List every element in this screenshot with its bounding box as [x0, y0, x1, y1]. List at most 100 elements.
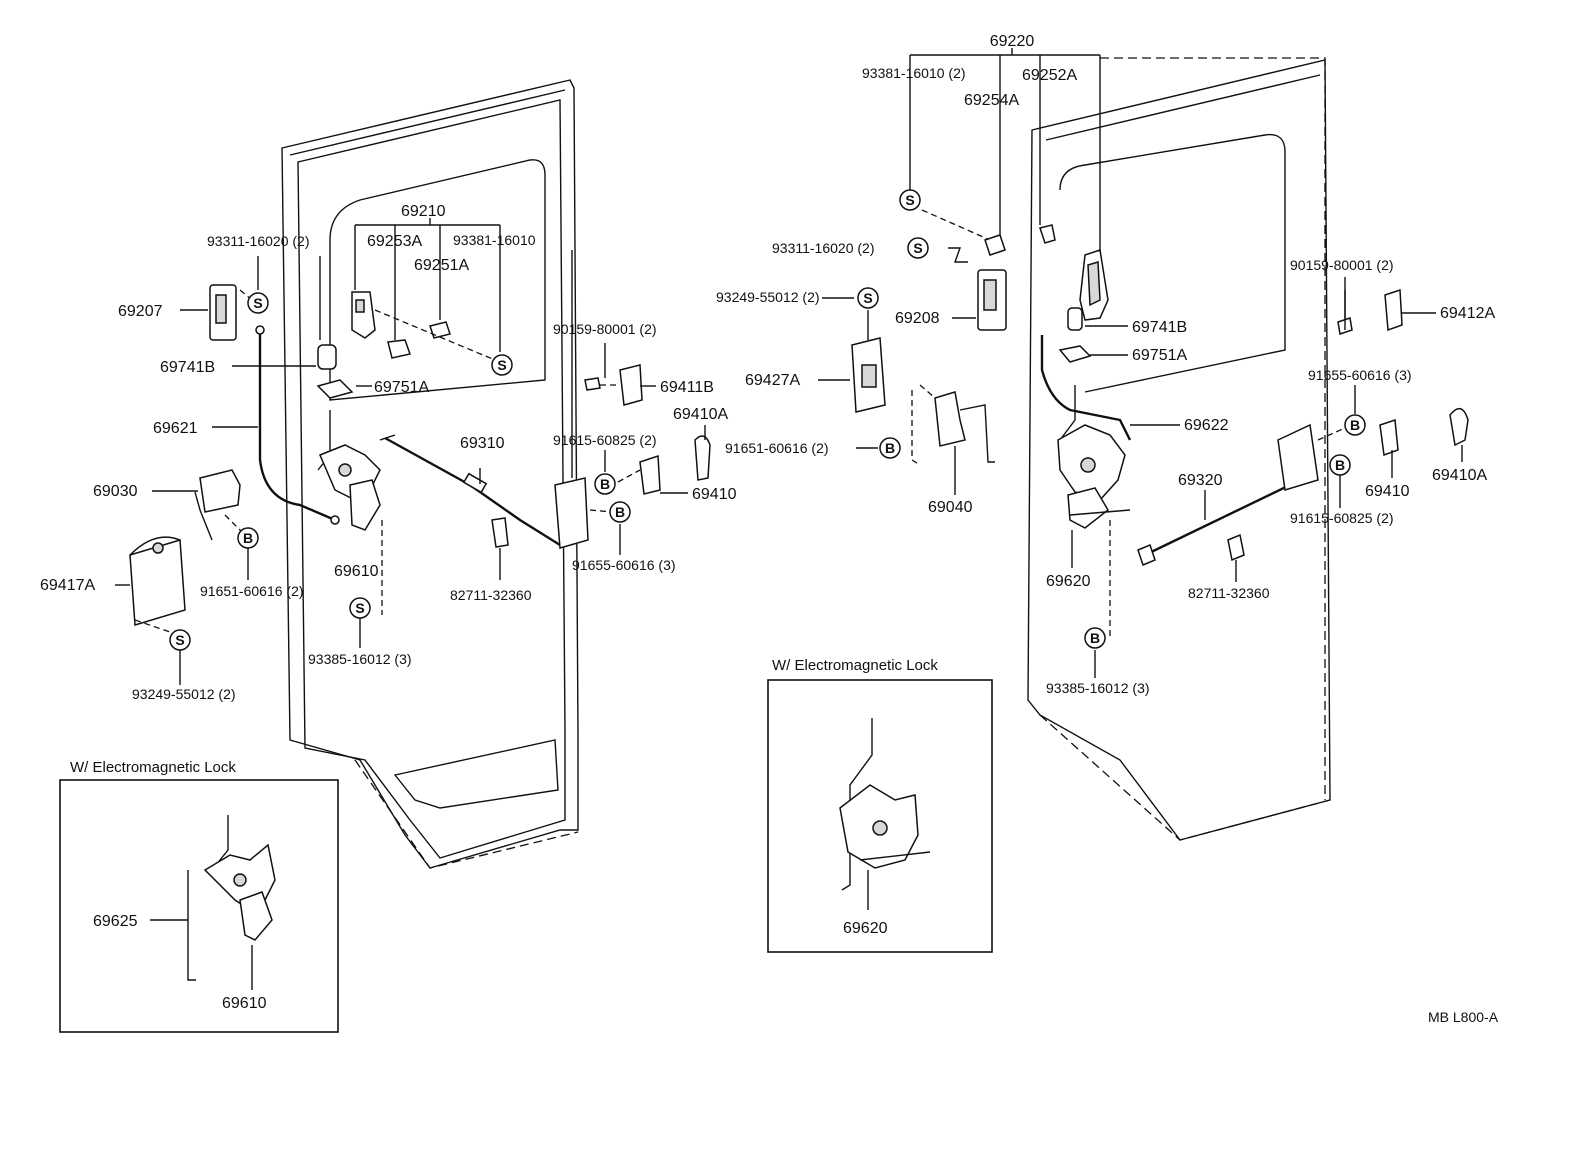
- label-69621: 69621: [153, 420, 198, 437]
- bolt-callout: B: [609, 501, 631, 523]
- bolt-callout: B: [1344, 414, 1366, 436]
- label-69410-left: 69410: [692, 486, 737, 503]
- part-labels: 69220 93381-16010 (2) 69252A 69254A 9331…: [40, 33, 1499, 1025]
- svg-text:S: S: [253, 295, 262, 311]
- label-69253A: 69253A: [367, 233, 422, 250]
- bracket-69220: [909, 48, 1101, 255]
- label-69252A: 69252A: [1022, 67, 1077, 84]
- svg-text:B: B: [1090, 630, 1100, 646]
- label-69208: 69208: [895, 310, 940, 327]
- label-69030: 69030: [93, 483, 138, 500]
- label-69207: 69207: [118, 303, 163, 320]
- inset-right: [767, 679, 993, 953]
- label-69251A: 69251A: [414, 257, 469, 274]
- label-69412A: 69412A: [1440, 305, 1495, 322]
- label-69625: 69625: [93, 913, 138, 930]
- inside-handle-left: [351, 291, 496, 361]
- clip-82711-right: [1227, 533, 1245, 582]
- footer-code: MB L800-A: [1428, 1009, 1499, 1025]
- label-91651-60616-2-right: 91651-60616 (2): [725, 440, 829, 456]
- label-69410A-left: 69410A: [673, 406, 728, 423]
- svg-text:B: B: [615, 504, 625, 520]
- label-91655-60616-3-right: 91655-60616 (3): [1308, 367, 1412, 383]
- outside-handle-69207: [209, 284, 259, 341]
- label-69040: 69040: [928, 499, 973, 516]
- label-91651-60616-2-left: 91651-60616 (2): [200, 583, 304, 599]
- leader-lines: [115, 250, 1463, 685]
- label-90159-80001-2-left: 90159-80001 (2): [553, 321, 657, 337]
- bracket-69210: [354, 218, 501, 352]
- inside-handle-right: [984, 224, 1109, 363]
- svg-text:S: S: [355, 600, 364, 616]
- striker-69410-right: [1277, 288, 1469, 491]
- knob-cap-left: [316, 344, 354, 399]
- inset-left: [59, 779, 339, 1033]
- label-93311-16020-2-left: 93311-16020 (2): [207, 233, 309, 249]
- label-69622: 69622: [1184, 417, 1229, 434]
- door-lock-69620: [1057, 385, 1131, 640]
- svg-text:B: B: [885, 440, 895, 456]
- label-69210: 69210: [401, 203, 446, 220]
- label-69220: 69220: [990, 33, 1035, 50]
- label-69417A: 69417A: [40, 577, 95, 594]
- inset-title-right: W/ Electromagnetic Lock: [772, 657, 938, 674]
- cable-69310: [384, 436, 561, 547]
- label-69310: 69310: [460, 435, 505, 452]
- label-69620: 69620: [1046, 573, 1091, 590]
- bolt-callout: B: [594, 473, 616, 495]
- bolt-callout: B: [1329, 454, 1351, 476]
- label-69427A: 69427A: [745, 372, 800, 389]
- striker-69410-left: [554, 435, 711, 549]
- right-door-panel: [1027, 57, 1331, 841]
- label-93381-16010-2-right: 93381-16010 (2): [862, 65, 966, 81]
- label-69751A-left: 69751A: [374, 379, 429, 396]
- screw-callout: S: [349, 597, 371, 619]
- label-69254A: 69254A: [964, 92, 1019, 109]
- svg-text:B: B: [1335, 457, 1345, 473]
- label-82711-32360-right: 82711-32360: [1188, 585, 1270, 601]
- label-69741B-right: 69741B: [1132, 319, 1187, 336]
- label-93249-55012-2-right: 93249-55012 (2): [716, 289, 820, 305]
- bolt-callout: B: [1084, 627, 1106, 649]
- label-82711-32360-left: 82711-32360: [450, 587, 532, 603]
- screw-callout: S: [907, 237, 929, 259]
- left-door-panel: [281, 79, 579, 869]
- svg-text:S: S: [175, 632, 184, 648]
- inset-title-left: W/ Electromagnetic Lock: [70, 759, 236, 776]
- striker-69411B: [584, 364, 643, 406]
- svg-text:S: S: [905, 192, 914, 208]
- clip-82711-left: [491, 517, 509, 548]
- screw-callout: S: [169, 629, 191, 651]
- svg-text:S: S: [497, 357, 506, 373]
- callout-markers: S S B S S B B S S S B B B B: [169, 189, 1366, 651]
- svg-text:S: S: [863, 290, 872, 306]
- screw-callout: S: [899, 189, 921, 211]
- label-91615-60825-2-right: 91615-60825 (2): [1290, 510, 1394, 526]
- outside-handle-69208: [948, 247, 1007, 331]
- label-69620-inset: 69620: [843, 920, 888, 937]
- label-93385-16012-3-right: 93385-16012 (3): [1046, 680, 1150, 696]
- label-69741B-left: 69741B: [160, 359, 215, 376]
- cover-69417A: [129, 536, 186, 633]
- label-69610: 69610: [334, 563, 379, 580]
- label-69610-inset: 69610: [222, 995, 267, 1012]
- label-93249-55012-2-left: 93249-55012 (2): [132, 686, 236, 702]
- rod-69621: [255, 325, 340, 525]
- door-lock-69610: [317, 410, 396, 615]
- screw-callout: S: [857, 287, 879, 309]
- svg-text:B: B: [1350, 417, 1360, 433]
- label-69410-right: 69410: [1365, 483, 1410, 500]
- bolt-callout: B: [879, 437, 901, 459]
- label-69410A-right: 69410A: [1432, 467, 1487, 484]
- label-93381-16010-left: 93381-16010: [453, 232, 536, 248]
- label-93311-16020-2-right: 93311-16020 (2): [772, 240, 874, 256]
- svg-text:B: B: [243, 530, 253, 546]
- label-91615-60825-2-left: 91615-60825 (2): [553, 432, 657, 448]
- label-69320: 69320: [1178, 472, 1223, 489]
- label-91655-60616-3-left: 91655-60616 (3): [572, 557, 676, 573]
- screw-callout: S: [491, 354, 513, 376]
- label-69411B: 69411B: [660, 379, 714, 396]
- lock-69030: [194, 469, 246, 541]
- screw-callout: S: [247, 292, 269, 314]
